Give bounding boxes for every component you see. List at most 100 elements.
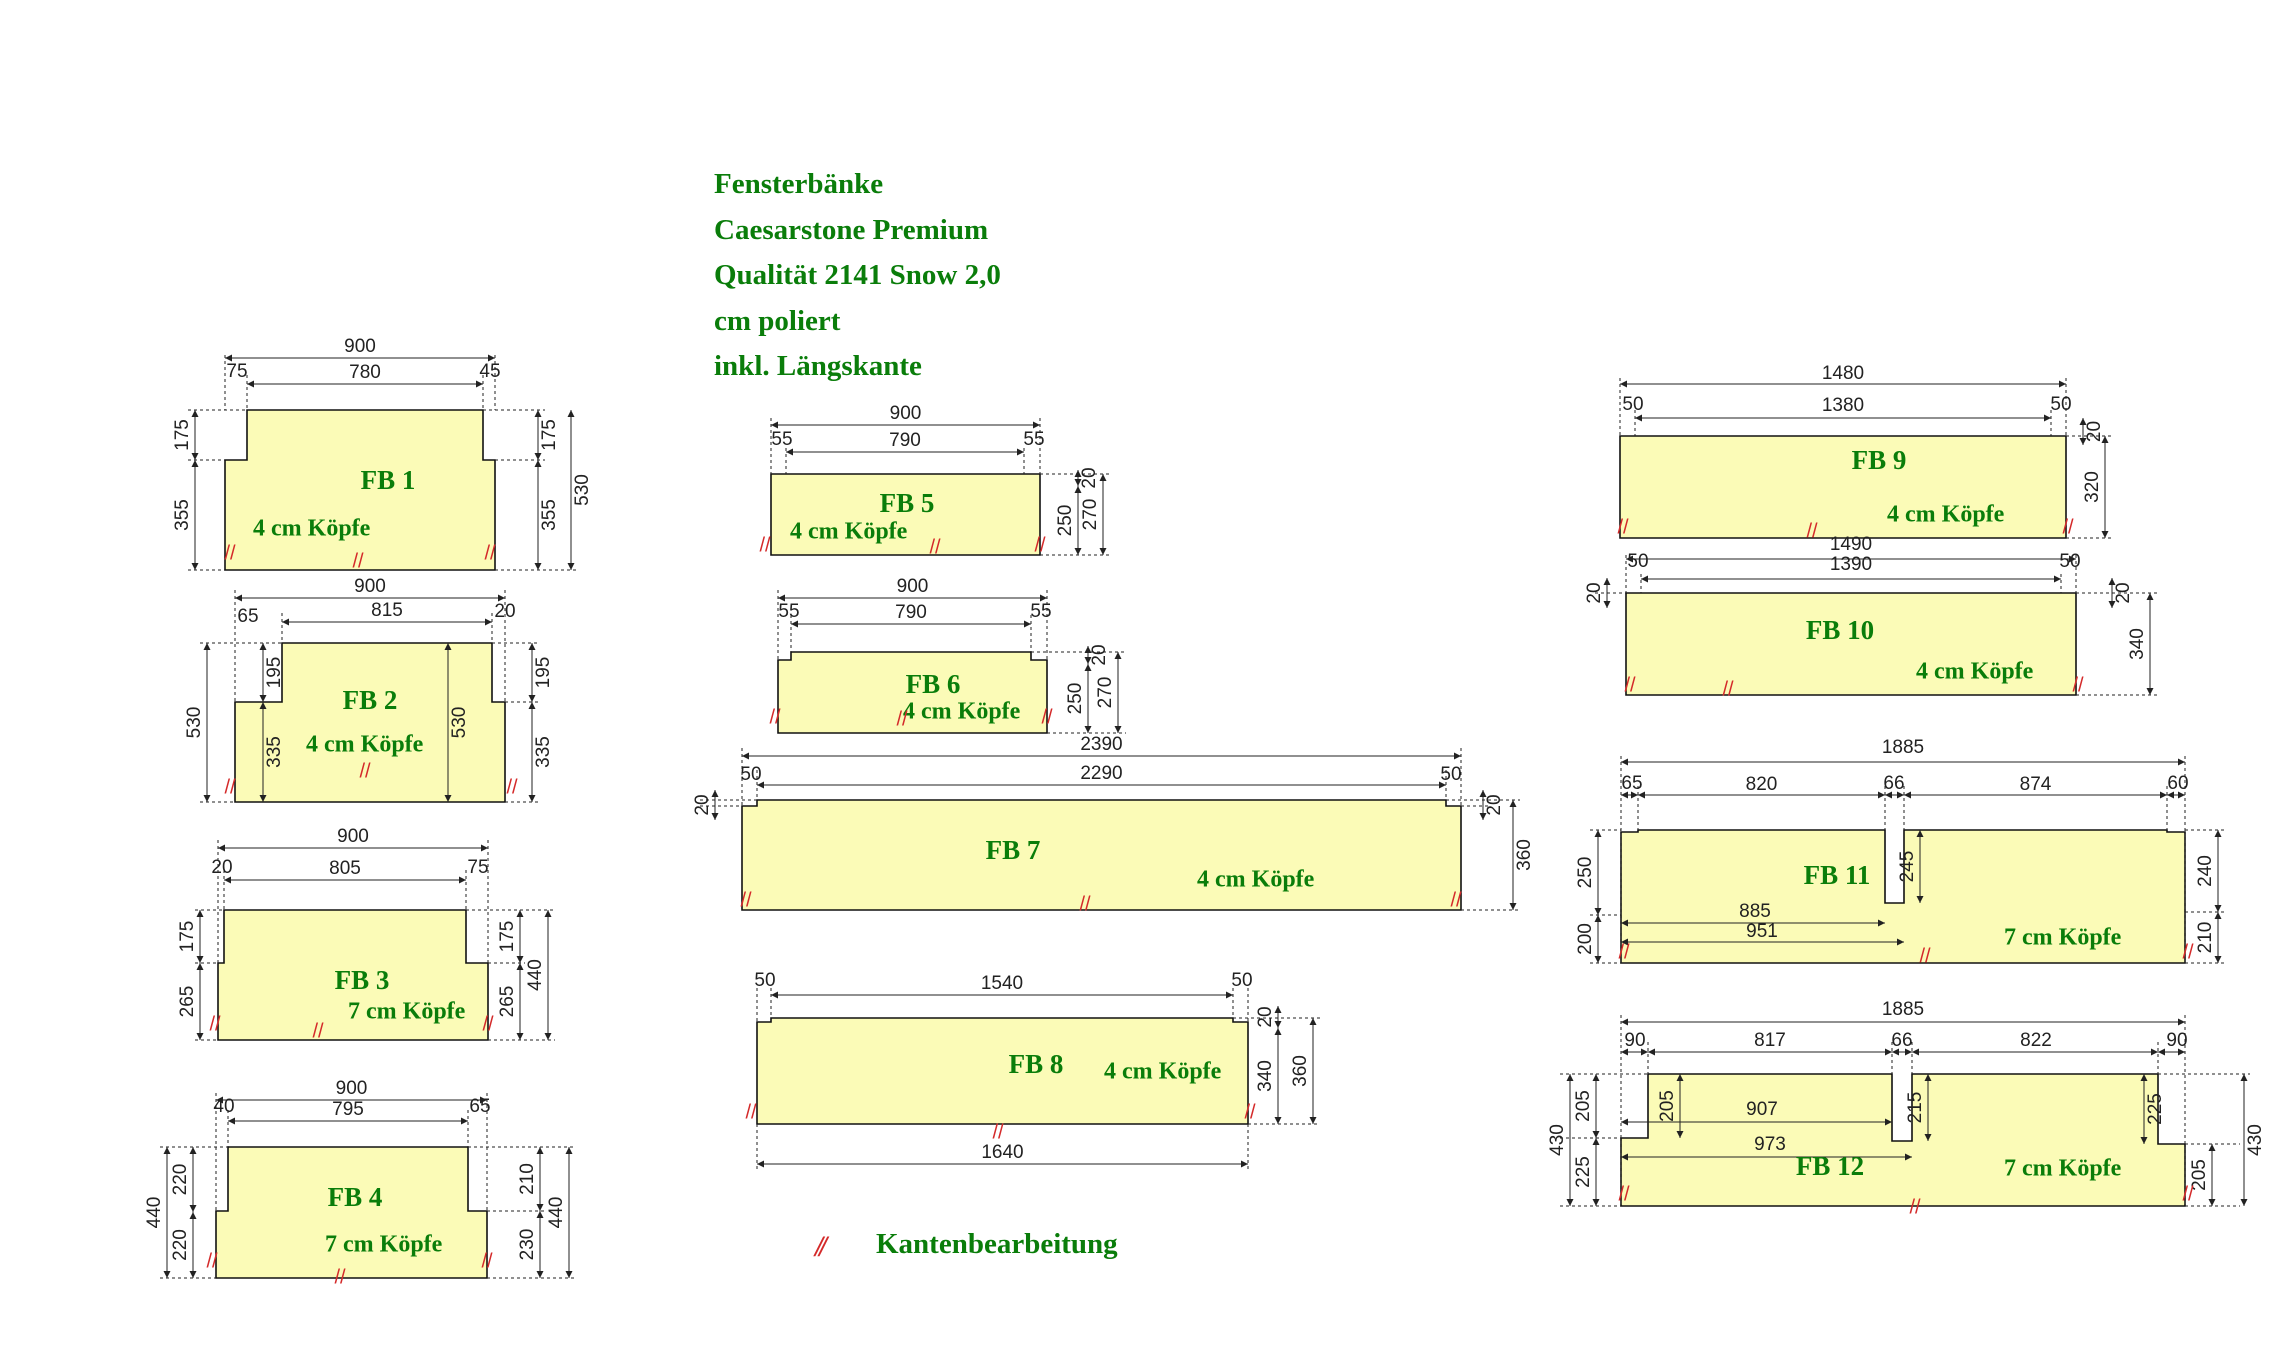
fb2-left-depth-top-arrow-start — [259, 643, 267, 650]
fb6-depth-label: 250 — [1065, 683, 1086, 715]
fb6-overall-depth-arrow-start — [1114, 652, 1122, 659]
fb11-seg-left-label: 65 — [1621, 773, 1642, 794]
fb10-total-width-arrow-end — [2069, 555, 2076, 563]
fb2-right-depth-bottom-arrow-end — [528, 795, 536, 802]
fb11-left-depth-top-label: 250 — [1575, 857, 1596, 889]
fb4-left-notch-label: 40 — [213, 1096, 234, 1117]
fb3-inner-width-arrow-start — [224, 876, 231, 884]
fb9-notch-depth-arrow-end — [2079, 438, 2087, 445]
fb11-seg-left-arrow-start — [1621, 791, 1628, 799]
fb11-mid-depth-label: 245 — [1897, 851, 1918, 883]
fb3-edge-mark-right: // — [482, 1013, 494, 1035]
fb7-edge-mark-left: // — [740, 889, 752, 911]
fb12-seg-b-arrow-start — [1912, 1048, 1919, 1056]
fb9-inner-width-arrow-end — [2044, 414, 2051, 422]
fb5-total-width-arrow-end — [1033, 421, 1040, 429]
fb11-right-depth-bottom-arrow-start — [2214, 912, 2222, 919]
fb11-seg-b-arrow-start — [1904, 791, 1911, 799]
fb9-depth-arrow-end — [2101, 531, 2109, 538]
legend-label: Kantenbearbeitung — [876, 1228, 1118, 1260]
fb12-edge-mark-right: // — [2182, 1183, 2194, 1205]
fb1-overall-depth-arrow-end — [567, 563, 575, 570]
fb10-edge-mark-left: // — [1624, 674, 1636, 696]
fb4-outline — [215, 1146, 488, 1279]
fb10-label: FB 10 — [1806, 615, 1874, 645]
fb2-left-overall-arrow-start — [203, 643, 211, 650]
fb2-left-depth-top-arrow-end — [259, 695, 267, 702]
fb12-total-width-arrow-end — [2178, 1018, 2185, 1026]
fb2-right-depth-top-arrow-start — [528, 643, 536, 650]
fb7-inner-width-arrow-start — [757, 781, 764, 789]
fb10-notch-depth-right-arrow-end — [2108, 601, 2116, 608]
fb4-note: 7 cm Köpfe — [325, 1232, 443, 1258]
fb1-right-depth-top-arrow-end — [534, 453, 542, 460]
fb3-left-notch-label: 20 — [211, 857, 232, 878]
fb8-overall-depth-label: 360 — [1290, 1055, 1311, 1087]
fb5-edge-mark-bottom: // — [929, 536, 941, 558]
fb8-left-notch-label: 50 — [754, 970, 775, 991]
fb2-right-depth-top-arrow-end — [528, 695, 536, 702]
title-block: Fensterbänke Caesarstone Premium Qualitä… — [714, 162, 1001, 390]
fb3-left-depth-bottom-arrow-start — [196, 963, 204, 970]
fb8-overall-depth-arrow-start — [1309, 1018, 1317, 1025]
fb8-depth-arrow-start — [1274, 1028, 1282, 1035]
fb11-left-depth-top-arrow-end — [1594, 908, 1602, 915]
fb12-right-inner-arrow-start — [2140, 1074, 2148, 1081]
fb3-right-depth-bottom-arrow-end — [516, 1033, 524, 1040]
fb8-depth-arrow-end — [1274, 1117, 1282, 1124]
title-line-4: cm poliert — [714, 304, 841, 337]
fb1-edge-mark-right: // — [484, 542, 496, 564]
fb4-left-overall-arrow-start — [163, 1147, 171, 1154]
fb3-overall-depth-arrow-end — [544, 1033, 552, 1040]
fb11-edge-mark-bottom: // — [1919, 945, 1931, 967]
fb6-edge-mark-bottom: // — [896, 708, 908, 730]
fb12-mid-depth-arrow-end — [1924, 1134, 1932, 1141]
fb5-total-width-arrow-start — [771, 421, 778, 429]
fb6-notch-depth-label: 20 — [1089, 644, 1110, 665]
fb12-edge-mark-bottom: // — [1909, 1196, 1921, 1218]
fb1-inner-width-arrow-start — [247, 380, 254, 388]
fb12-seg-a-arrow-end — [1885, 1048, 1892, 1056]
fb12-inner-a-arrow-start — [1621, 1118, 1628, 1126]
fb9-edge-mark-bottom: // — [1806, 520, 1818, 542]
fb7-outline — [741, 799, 1462, 911]
fb10-inner-width-label: 1390 — [1830, 554, 1872, 575]
fb1-overall-depth-arrow-start — [567, 410, 575, 417]
fb12-seg-right-arrow-start — [2158, 1048, 2165, 1056]
fb11-seg-right-label: 60 — [2167, 773, 2188, 794]
fb12-note: 7 cm Köpfe — [2004, 1156, 2122, 1182]
fb11-left-depth-top-arrow-start — [1594, 830, 1602, 837]
fb7-overall-depth-label: 360 — [1514, 839, 1535, 871]
fb11-right-depth-top-label: 240 — [2195, 855, 2216, 887]
fb1-label: FB 1 — [361, 465, 416, 495]
fb4-inner-width-arrow-end — [461, 1117, 468, 1125]
fb4-edge-mark-right: // — [481, 1250, 493, 1272]
fb1-note: 4 cm Köpfe — [253, 516, 371, 542]
fb5-total-width-label: 900 — [890, 403, 922, 424]
fb3-inner-width-label: 805 — [329, 858, 361, 879]
fb8-notch-depth-arrow-end — [1274, 1021, 1282, 1028]
fb3-left-depth-bottom-arrow-end — [196, 1033, 204, 1040]
fb2-label: FB 2 — [343, 685, 398, 715]
fb11-inner-a-arrow-start — [1621, 919, 1628, 927]
fb11-note: 7 cm Köpfe — [2004, 925, 2122, 951]
fb2-total-width-arrow-end — [498, 594, 505, 602]
fb4-right-notch-label: 65 — [469, 1096, 490, 1117]
fb9-label: FB 9 — [1852, 445, 1907, 475]
fb8-edge-mark-left: // — [745, 1101, 757, 1123]
fb7-notch-depth-left-arrow-start — [711, 790, 719, 797]
fb5-note: 4 cm Köpfe — [790, 519, 908, 545]
fb8-edge-mark-bottom: // — [992, 1121, 1004, 1143]
fb3-edge-mark-bottom: // — [312, 1020, 324, 1042]
fb8-notch-depth-label: 20 — [1255, 1006, 1276, 1027]
fb12-seg-b-arrow-end — [2151, 1048, 2158, 1056]
fb12-label: FB 12 — [1796, 1151, 1864, 1181]
fb11-inner-a-arrow-end — [1878, 919, 1885, 927]
fb12-seg-b-label: 822 — [2020, 1030, 2052, 1051]
fb5-notch-depth-label: 20 — [1079, 467, 1100, 488]
fb11-mid-depth-arrow-end — [1916, 896, 1924, 903]
fb5-inner-width-label: 790 — [889, 430, 921, 451]
fb11-right-depth-bottom-label: 210 — [2195, 922, 2216, 954]
